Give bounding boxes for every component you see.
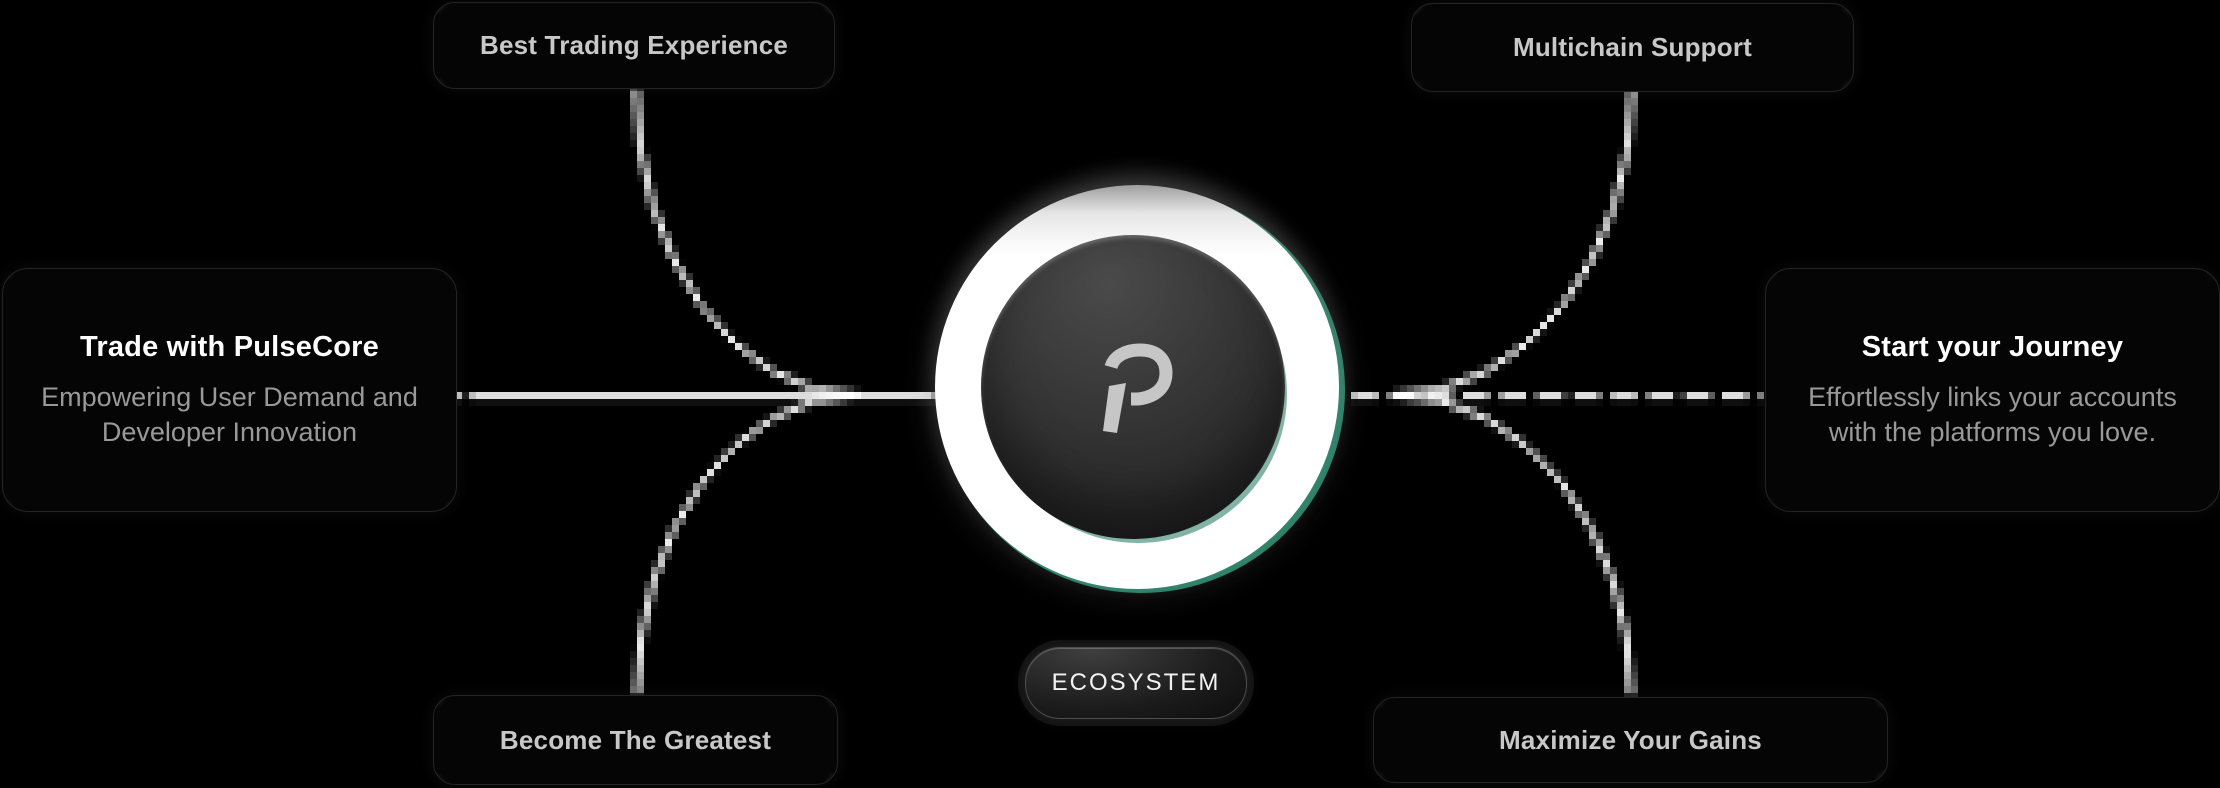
card-label: Multichain Support — [1512, 32, 1753, 62]
card-label: Become The Greatest — [499, 724, 772, 755]
card-label: Maximize Your Gains — [1499, 724, 1762, 755]
logo-bowl — [1104, 343, 1173, 406]
card-start-your-journey: Start your Journey Effortlessly links yo… — [1765, 268, 2220, 512]
subtitle-line-2: with the platforms you love. — [1828, 416, 2157, 447]
card-maximize-your-gains: Maximize Your Gains — [1373, 697, 1888, 783]
card-become-the-greatest: Become The Greatest — [433, 695, 838, 785]
card-trade-with-pulsecore: Trade with PulseCore Empowering User Dem… — [2, 268, 457, 512]
logo-stem — [1103, 383, 1126, 433]
ecosystem-badge[interactable]: ECOSYSTEM — [1025, 647, 1247, 719]
coin-face — [981, 235, 1285, 539]
subtitle-line-1: Effortlessly links your accounts — [1808, 381, 2177, 412]
card-multichain-support: Multichain Support — [1411, 3, 1854, 92]
subtitle-line-1: Empowering User Demand and — [41, 381, 418, 412]
card-best-trading-experience: Best Trading Experience — [433, 2, 835, 89]
subtitle-line-2: Developer Innovation — [101, 416, 358, 447]
card-subtitle: Empowering User Demand and Developer Inn… — [41, 380, 418, 450]
pulsecore-logo-icon — [1103, 343, 1173, 433]
card-title: Trade with PulseCore — [80, 330, 379, 363]
card-subtitle: Effortlessly links your accounts with th… — [1808, 380, 2177, 450]
card-title: Start your Journey — [1861, 330, 2124, 363]
card-label: Best Trading Experience — [479, 30, 789, 60]
ecosystem-badge-label: ECOSYSTEM — [1051, 669, 1221, 696]
